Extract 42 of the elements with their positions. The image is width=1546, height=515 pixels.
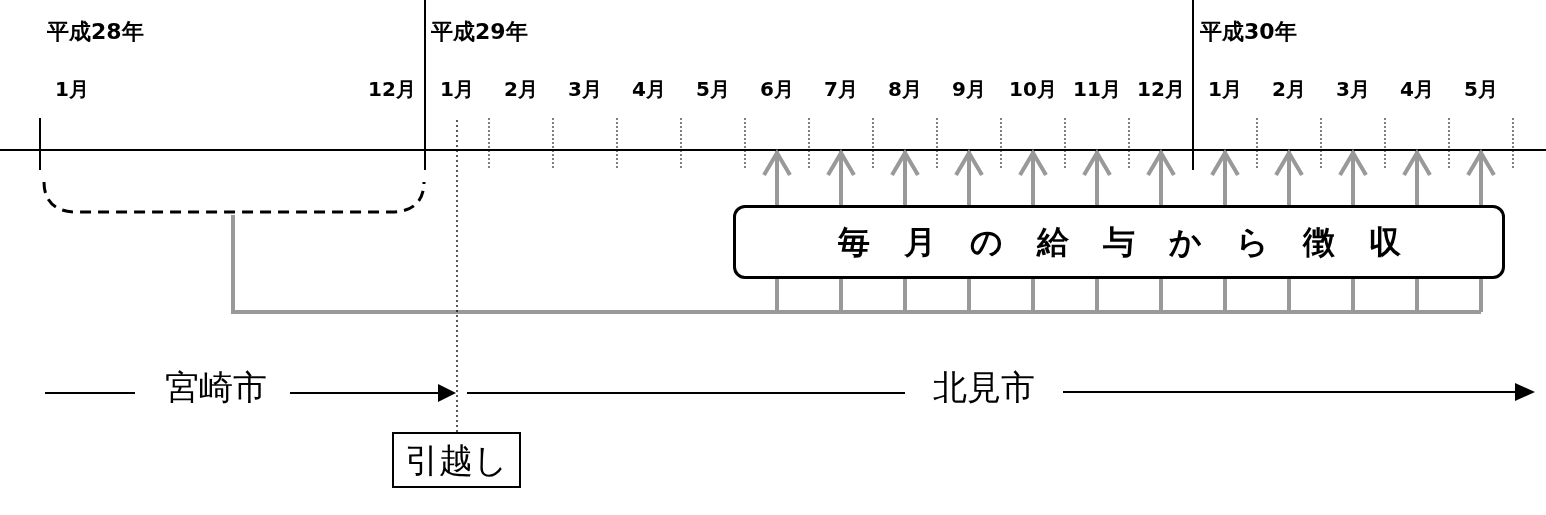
month-label: 2月 bbox=[504, 79, 538, 99]
month-label: 2月 bbox=[1272, 79, 1306, 99]
arrow bbox=[1018, 151, 1048, 205]
arrow bbox=[954, 151, 984, 205]
month-label: 6月 bbox=[760, 79, 794, 99]
month-label: 3月 bbox=[568, 79, 602, 99]
arrow bbox=[1402, 151, 1432, 205]
arrow bbox=[762, 151, 792, 205]
month-label: 5月 bbox=[1464, 79, 1498, 99]
arrow bbox=[1210, 151, 1240, 205]
month-label: 1月 bbox=[440, 79, 474, 99]
month-label: 5月 bbox=[696, 79, 730, 99]
year-label: 平成28年 bbox=[47, 21, 144, 43]
rounded-box bbox=[733, 205, 1505, 279]
box-label: 引越し bbox=[405, 443, 508, 477]
month-label: 11月 bbox=[1073, 79, 1121, 99]
month-label: 1月 bbox=[55, 79, 89, 99]
year-label: 平成30年 bbox=[1200, 21, 1297, 43]
labeled-box bbox=[392, 432, 521, 488]
month-label: 9月 bbox=[952, 79, 986, 99]
place-label: 宮崎市 bbox=[165, 370, 267, 404]
month-label: 12月 bbox=[1137, 79, 1185, 99]
arrow bbox=[1338, 151, 1368, 205]
month-label: 12月 bbox=[368, 79, 416, 99]
arrow bbox=[1466, 151, 1496, 205]
month-label: 10月 bbox=[1009, 79, 1057, 99]
month-label: 3月 bbox=[1336, 79, 1370, 99]
leader-line bbox=[456, 117, 458, 433]
arrow bbox=[826, 151, 856, 205]
arrow bbox=[890, 151, 920, 205]
box-label: 毎月の給与から徴収 bbox=[836, 226, 1435, 258]
month-label: 4月 bbox=[632, 79, 666, 99]
month-label: 4月 bbox=[1400, 79, 1434, 99]
month-label: 7月 bbox=[824, 79, 858, 99]
place-label: 北見市 bbox=[933, 370, 1035, 404]
arrow bbox=[1274, 151, 1304, 205]
connector-line bbox=[231, 213, 1483, 314]
year-label: 平成29年 bbox=[431, 21, 528, 43]
month-label: 1月 bbox=[1208, 79, 1242, 99]
arrow bbox=[1082, 151, 1112, 205]
month-label: 8月 bbox=[888, 79, 922, 99]
arrow bbox=[1146, 151, 1176, 205]
